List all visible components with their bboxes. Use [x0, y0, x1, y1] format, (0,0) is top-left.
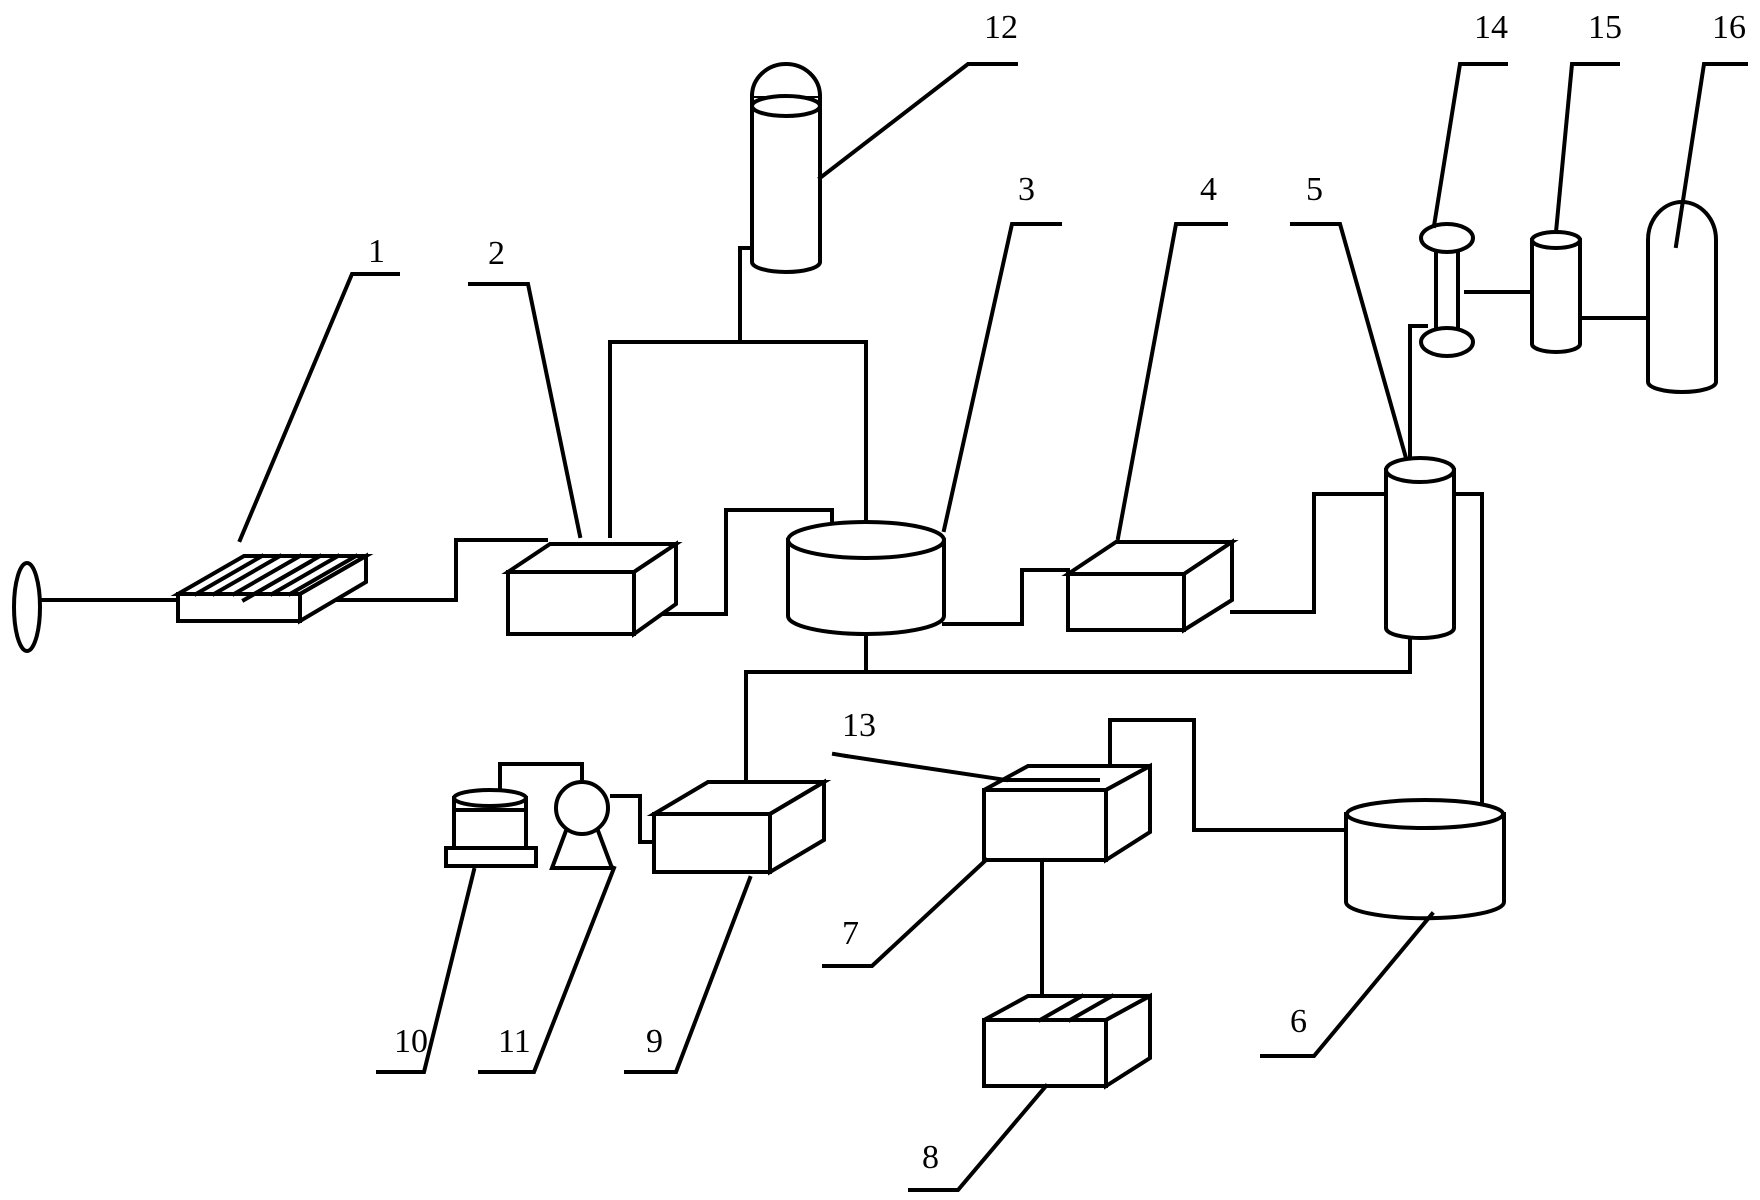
ellipse-inlet-icon [12, 561, 42, 653]
label-9: 9 [646, 1023, 663, 1060]
partitioned-box-icon [982, 992, 1152, 1090]
leader-3 [941, 222, 1062, 533]
leader-11 [478, 865, 617, 1074]
label-14: 14 [1474, 9, 1508, 46]
partitioned-box-icon [982, 762, 1152, 864]
label-15: 15 [1588, 9, 1622, 46]
label-7: 7 [842, 915, 859, 952]
leader-1 [237, 272, 400, 543]
label-16: 16 [1712, 9, 1746, 46]
pipe-tank2-to-tank3 [650, 508, 834, 616]
small-cylinder-icon [1530, 230, 1582, 354]
leader-8 [908, 1083, 1049, 1192]
leader-lines [237, 62, 1748, 1192]
cylindrical-tank-icon [786, 520, 946, 636]
drum-on-stand-icon [444, 788, 538, 868]
leader-2 [468, 282, 583, 539]
pipe-screen-to-tank2 [328, 538, 548, 602]
leader-9 [624, 875, 753, 1074]
pipe-column-to-tank6 [1452, 492, 1484, 808]
gas-bottle-icon [1646, 200, 1718, 394]
leader-10 [376, 867, 477, 1074]
label-11: 11 [498, 1023, 531, 1060]
grid-screen-icon [170, 552, 374, 625]
label-12: 12 [984, 9, 1018, 46]
leader-13 [831, 751, 849, 759]
labels: 1 2 3 4 5 6 7 8 9 10 11 12 13 14 15 16 [368, 9, 1746, 1176]
box-tank-icon [1061, 538, 1239, 634]
pipe-tank9-to-pump [610, 794, 656, 844]
label-10: 10 [394, 1023, 428, 1060]
pipes [32, 246, 1650, 1008]
pipe-tank3-to-tank4 [942, 568, 1070, 626]
cylindrical-tank-icon [1344, 798, 1506, 921]
label-5: 5 [1306, 171, 1323, 208]
pump-icon [549, 780, 615, 870]
box-tank-icon [646, 778, 832, 876]
pipe-tank6-to-box7 [1108, 718, 1348, 832]
flame-arrester-icon [1419, 222, 1475, 358]
leader-15 [1553, 62, 1620, 235]
leader-6 [1260, 911, 1435, 1058]
label-4: 4 [1200, 171, 1217, 208]
pipe-pump-to-drum [498, 762, 584, 794]
vertical-column-icon [1384, 456, 1456, 640]
label-6: 6 [1290, 1003, 1307, 1040]
label-13: 13 [842, 707, 876, 744]
leader-4 [1115, 222, 1228, 541]
pipe-tank4-to-column [1230, 492, 1388, 614]
label-2: 2 [488, 235, 505, 272]
leader-16 [1673, 62, 1748, 249]
label-8: 8 [922, 1139, 939, 1176]
leader-12 [817, 62, 1018, 181]
leader-14 [1431, 62, 1508, 229]
label-3: 3 [1018, 171, 1035, 208]
box-tank-icon [501, 540, 683, 638]
pipe-manifold [744, 638, 1412, 802]
gas-holder-icon [750, 62, 822, 274]
partition-plate-icon [843, 753, 1009, 783]
pipe-column-to-arrester [1408, 324, 1428, 464]
leader-5 [1290, 222, 1409, 461]
label-1: 1 [368, 233, 385, 270]
pipe-tank2-to-gasholder-loop [608, 340, 868, 538]
leader-7 [822, 857, 989, 968]
